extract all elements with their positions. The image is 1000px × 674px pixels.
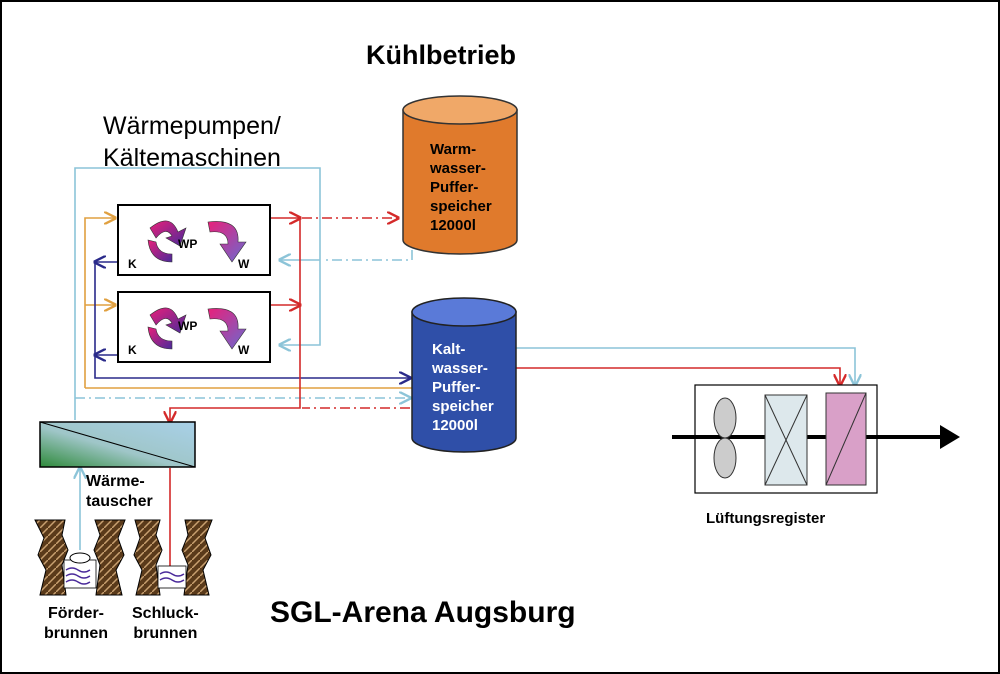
wp-label: WP bbox=[178, 237, 198, 251]
k-label: K bbox=[128, 343, 137, 357]
filter-element bbox=[764, 394, 808, 486]
cold-tank-label: Kalt- wasser- Puffer- speicher 12000l bbox=[432, 341, 494, 434]
return-well-label: Schluck- brunnen bbox=[132, 605, 199, 642]
fan-blade-icon bbox=[713, 437, 737, 479]
airflow-arrow-icon bbox=[940, 425, 960, 449]
location-title: SGL-Arena Augsburg bbox=[270, 596, 576, 629]
warm-water-tank bbox=[402, 95, 518, 255]
fan-blade-icon bbox=[713, 397, 737, 439]
k-label: K bbox=[128, 257, 137, 271]
rotation-arrow-icon bbox=[207, 221, 247, 263]
pipe-red-cold-to-vent bbox=[515, 367, 840, 385]
rotation-arrow-icon bbox=[147, 326, 173, 350]
rotation-arrow-icon bbox=[147, 239, 173, 263]
w-label: W bbox=[238, 257, 250, 271]
pipe-orange-wp1-in bbox=[84, 218, 115, 388]
w-label: W bbox=[238, 343, 250, 357]
page-title: Kühlbetrieb bbox=[366, 40, 517, 70]
warm-tank-label: Warm- wasser- Puffer- speicher 12000l bbox=[430, 141, 492, 234]
cooling-coil bbox=[825, 392, 867, 486]
heat-exchanger bbox=[39, 421, 196, 468]
pipe-darkblue-riser bbox=[94, 262, 410, 378]
rotation-arrow-icon bbox=[207, 308, 247, 350]
pipe-lightblue-warmtank-return bbox=[322, 250, 413, 261]
supply-well-label: Förder- brunnen bbox=[44, 605, 108, 642]
rotation-arrow-icon bbox=[149, 307, 187, 334]
heat-pumps-label-line2: Kältemaschinen bbox=[103, 144, 281, 172]
pipes bbox=[74, 167, 855, 578]
pipe-red-riser bbox=[170, 218, 301, 422]
return-well bbox=[133, 519, 213, 596]
ventilation-label: Lüftungsregister bbox=[706, 510, 826, 527]
rotation-arrow-icon bbox=[149, 220, 187, 247]
heat-pumps-label-line1: Wärmepumpen/ bbox=[103, 112, 281, 140]
pipe-lightblue-outer-loop bbox=[74, 167, 321, 420]
heat-pumps-label: Wärmepumpen/ Kältemaschinen bbox=[103, 110, 281, 174]
supply-well bbox=[34, 519, 126, 596]
ventilation-register bbox=[672, 384, 960, 494]
wp-label: WP bbox=[178, 319, 198, 333]
cold-water-tank bbox=[411, 297, 517, 453]
heat-pump-unit-1 bbox=[117, 204, 271, 276]
heat-exchanger-label: Wärme- tauscher bbox=[86, 473, 153, 510]
heat-pump-unit-2 bbox=[117, 291, 271, 363]
pipe-lightblue-cold-to-vent bbox=[515, 347, 855, 385]
